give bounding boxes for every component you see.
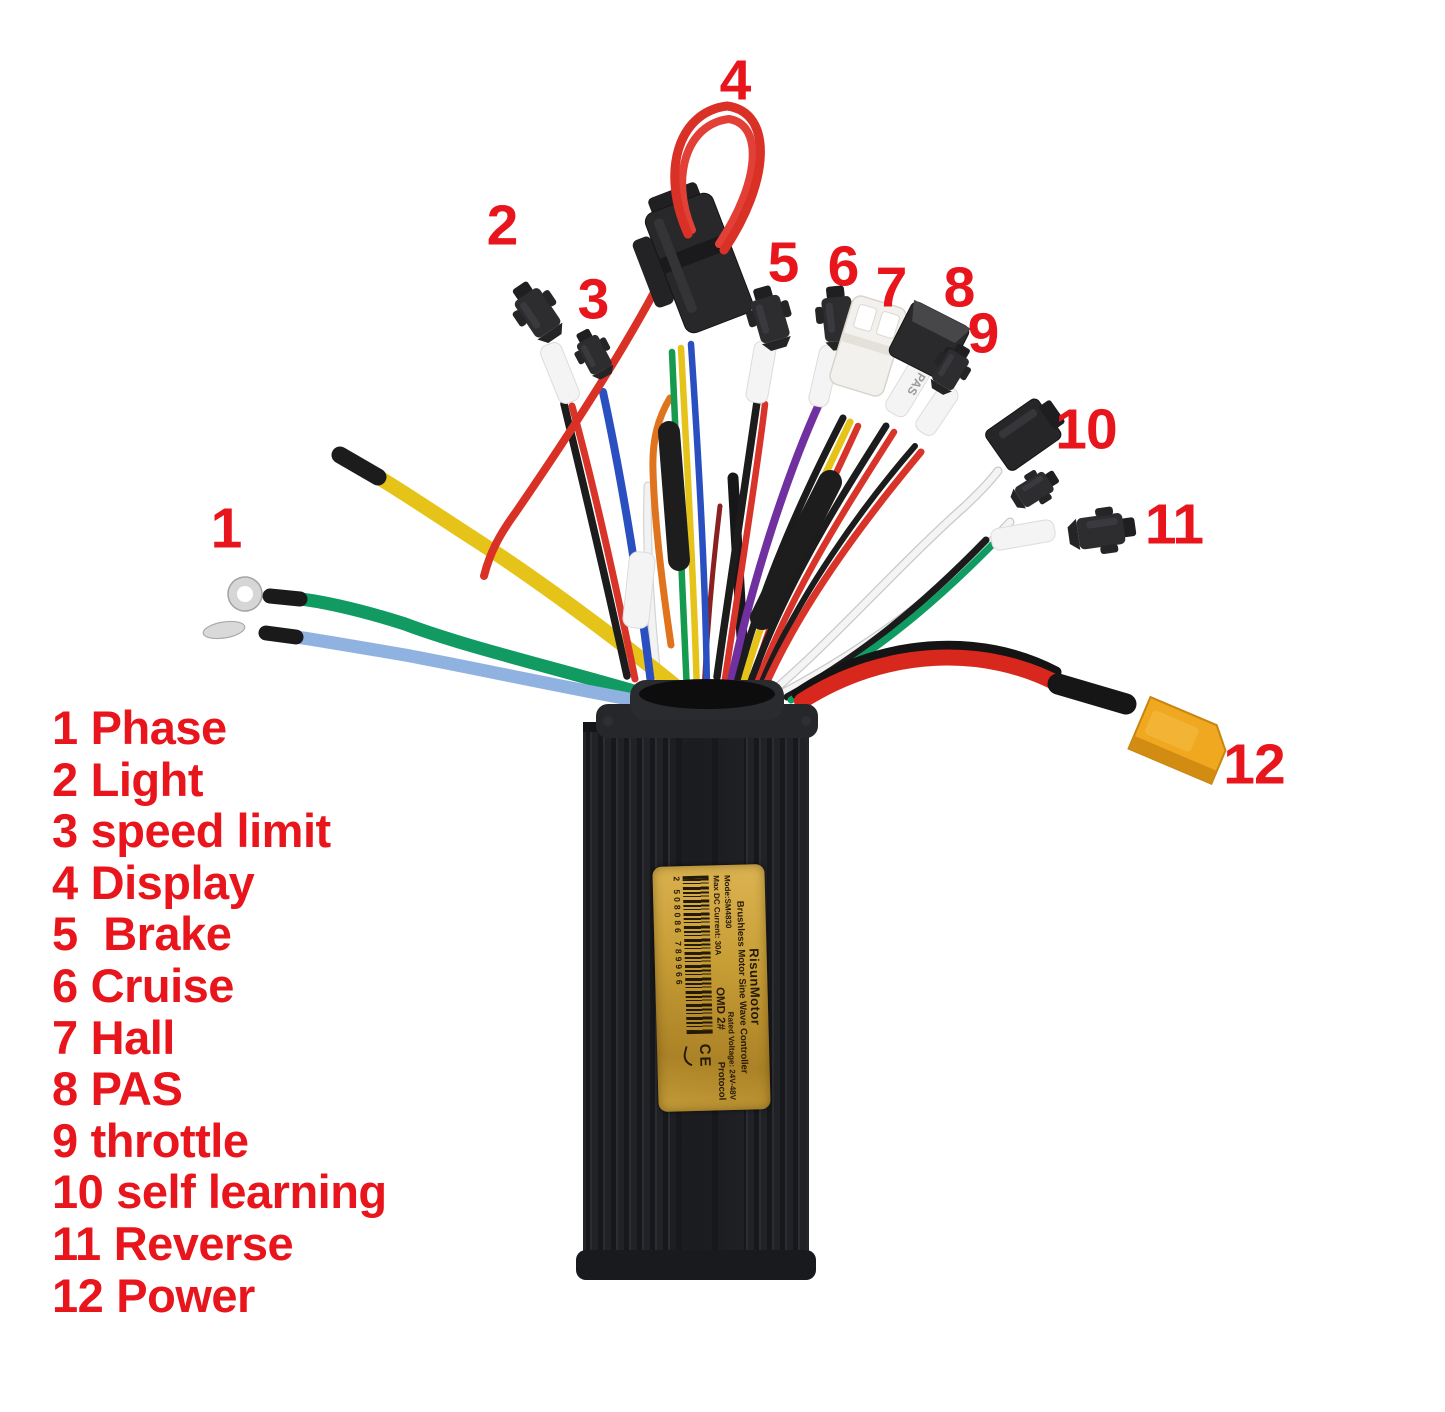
callout-1-phase: 1 — [210, 496, 243, 561]
max-current: Max DC Current: 30A — [711, 874, 723, 955]
callout-4-display: 4 — [719, 48, 752, 113]
callout-12-power: 12 — [1223, 732, 1285, 797]
callout-7-hall: 7 — [875, 255, 908, 320]
callout-6-cruise: 6 — [827, 234, 860, 299]
callout-10-self-learning: 10 — [1055, 397, 1117, 462]
ring-terminal — [227, 576, 263, 612]
hall-connector — [829, 295, 907, 397]
reverse-connector — [1065, 503, 1139, 559]
callout-3-speed-limit: 3 — [577, 267, 610, 332]
connectors — [500, 101, 1227, 786]
legend-item-brake: 5 Brake — [52, 907, 232, 961]
wire-sleeves: PAS — [540, 340, 1056, 629]
power-xt60-connector — [1127, 695, 1227, 786]
device-spec-label: RisunMotor Brushless Motor Sine Wave Con… — [651, 863, 771, 1112]
ce-mark: CE — [695, 1042, 714, 1069]
display-connector — [632, 182, 754, 334]
callout-9-throttle: 9 — [967, 301, 1000, 366]
light-connector — [500, 273, 574, 351]
label-arrow-icon — [680, 1046, 696, 1067]
model-number: Mode:SM4830 — [722, 874, 733, 929]
callout-5-brake: 5 — [767, 230, 800, 295]
callout-11-reverse: 11 — [1144, 492, 1204, 557]
wire-grommet-cap — [596, 679, 818, 738]
callout-2-light: 2 — [486, 193, 519, 258]
speed-limit-connector — [566, 323, 622, 385]
spade-terminal — [202, 620, 246, 640]
phase-wires — [258, 446, 704, 713]
protocol-word: Protocol — [714, 1061, 727, 1100]
barcode — [682, 875, 713, 1034]
callout-8-pas: 8 — [943, 255, 976, 320]
protocol-code: OMD 2# — [712, 986, 727, 1030]
self-learning-connector — [985, 398, 1065, 471]
wire-bundle — [202, 246, 1137, 715]
